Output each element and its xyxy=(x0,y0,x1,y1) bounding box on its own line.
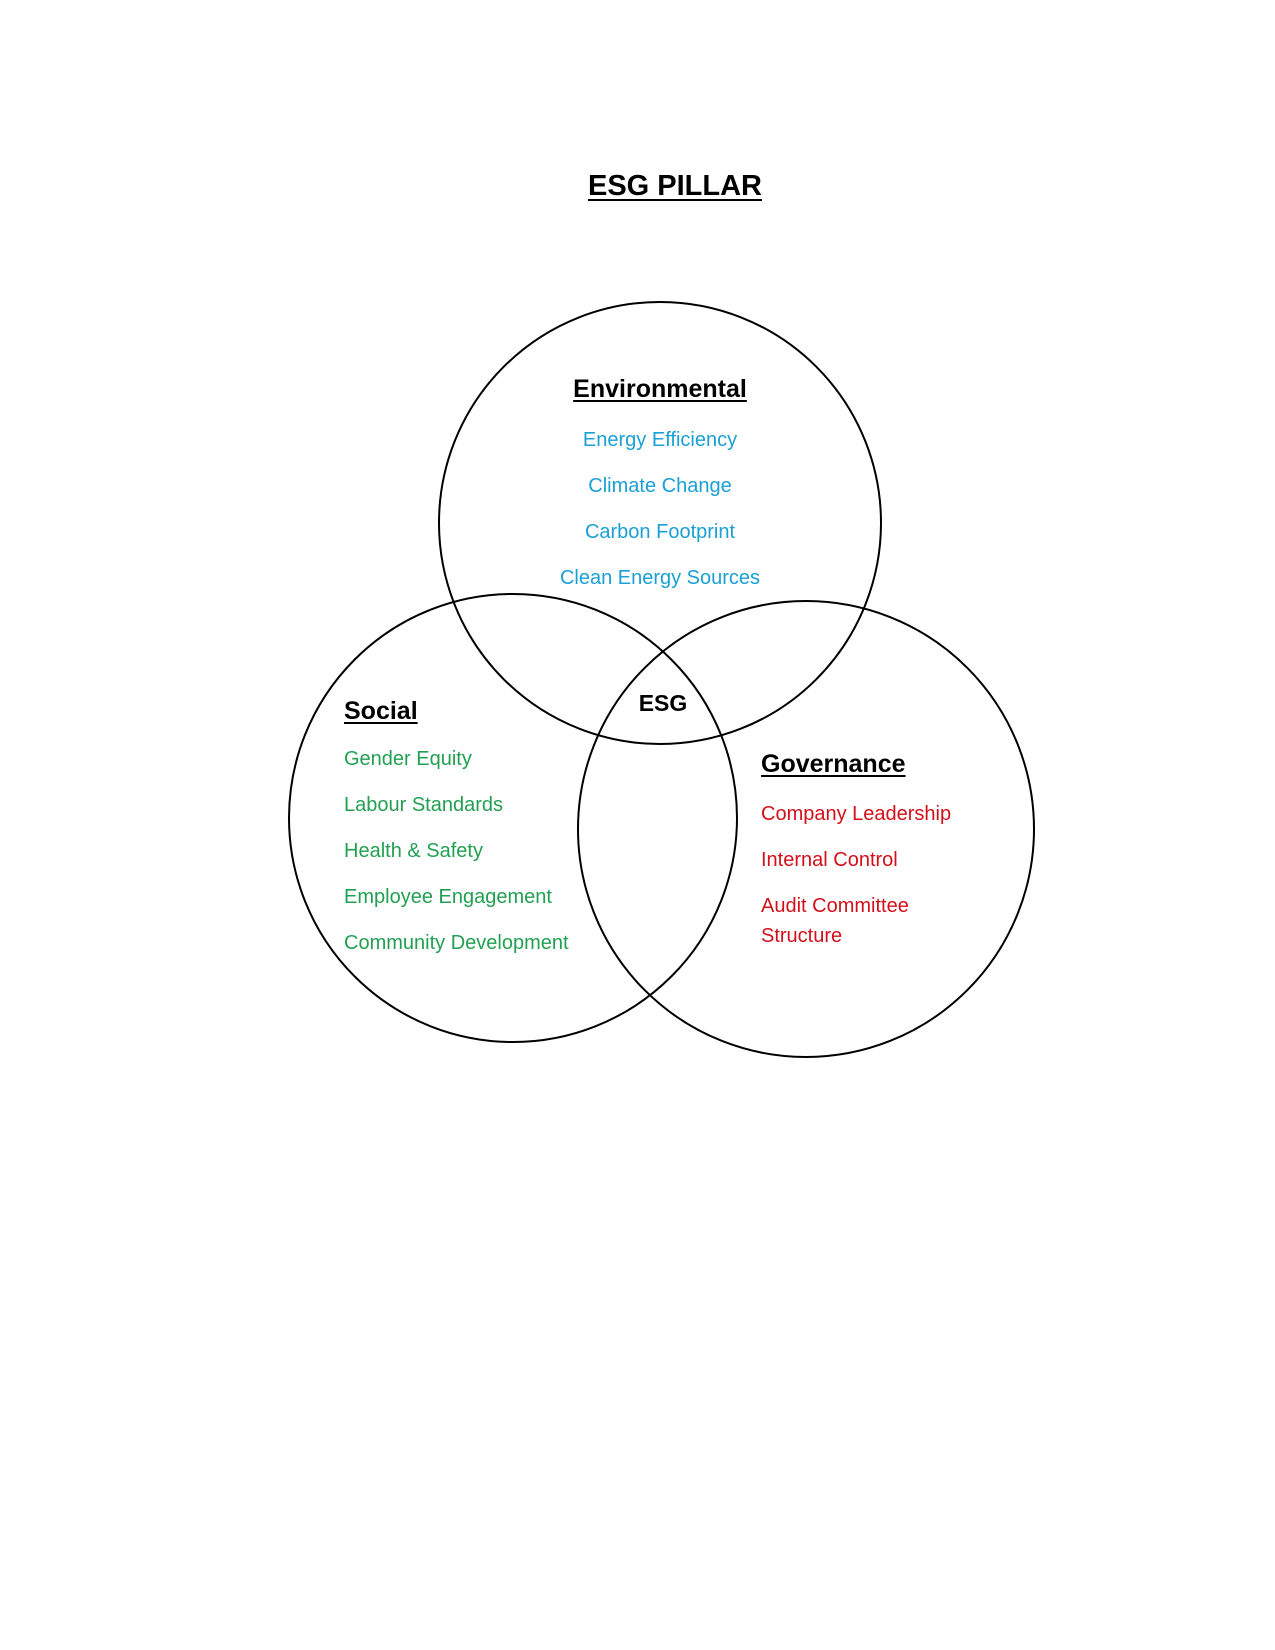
environmental-items: Energy Efficiency Climate Change Carbon … xyxy=(525,427,795,611)
governance-heading: Governance xyxy=(761,750,906,778)
list-item: Audit Committee Structure xyxy=(761,895,909,947)
social-circle xyxy=(288,593,738,1043)
list-item: Gender Equity xyxy=(344,748,472,770)
page-title: ESG PILLAR xyxy=(587,170,762,202)
center-esg-label: ESG xyxy=(638,690,688,716)
list-item: Clean Energy Sources xyxy=(559,567,761,589)
environmental-circle xyxy=(438,301,882,745)
social-items: Gender Equity Labour Standards Health & … xyxy=(344,746,569,976)
governance-circle xyxy=(577,600,1035,1058)
list-item: Health & Safety xyxy=(344,840,483,862)
governance-items: Company Leadership Internal Control Audi… xyxy=(761,799,951,967)
list-item: Energy Efficiency xyxy=(582,429,738,451)
list-item: Company Leadership xyxy=(761,803,952,825)
list-item: Climate Change xyxy=(588,475,732,497)
social-heading: Social xyxy=(344,697,418,725)
list-item: Internal Control xyxy=(761,849,898,871)
list-item: Community Development xyxy=(344,932,569,954)
list-item: Employee Engagement xyxy=(344,886,552,908)
environmental-heading: Environmental xyxy=(573,375,747,403)
list-item: Labour Standards xyxy=(344,794,504,816)
list-item: Carbon Footprint xyxy=(584,521,736,543)
